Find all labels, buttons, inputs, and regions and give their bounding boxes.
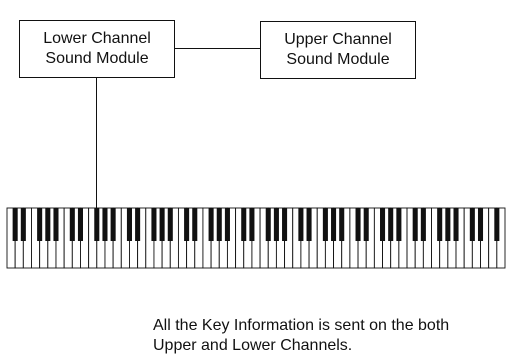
caption: All the Key Information is sent on the b… (153, 316, 493, 356)
black-key (77, 208, 83, 241)
lower-module-label-line1: Lower Channel (43, 30, 151, 47)
black-key (388, 208, 394, 241)
caption-line2: Upper and Lower Channels. (153, 337, 353, 354)
black-key (273, 208, 279, 241)
black-key (306, 208, 312, 241)
upper-module-label-line1: Upper Channel (284, 31, 392, 48)
black-key (102, 208, 108, 241)
black-key (494, 208, 500, 241)
black-key (420, 208, 426, 241)
black-key (445, 208, 451, 241)
lower-module-label-line2: Sound Module (45, 50, 149, 67)
black-key (322, 208, 328, 241)
upper-module-label-line2: Sound Module (286, 51, 390, 68)
black-key (110, 208, 116, 241)
black-key (477, 208, 484, 241)
module-link-line (175, 48, 260, 50)
black-key (167, 208, 173, 241)
black-key (355, 208, 361, 241)
black-key (69, 208, 75, 241)
black-key (192, 208, 198, 241)
keyboard (6, 207, 506, 269)
black-key (20, 208, 26, 241)
black-key (45, 208, 51, 241)
black-key (241, 208, 247, 241)
black-key (126, 208, 132, 241)
black-key (37, 208, 43, 241)
black-key (396, 208, 402, 241)
black-key (94, 208, 100, 241)
black-key (159, 208, 165, 241)
black-key (216, 208, 222, 241)
black-key (282, 208, 288, 241)
black-key (339, 208, 345, 241)
black-key (298, 208, 304, 241)
black-key (151, 208, 157, 241)
black-key (412, 208, 418, 241)
lower-channel-sound-module: Lower Channel Sound Module (19, 20, 175, 78)
black-key (12, 208, 18, 241)
black-key (224, 208, 230, 241)
black-key (437, 208, 443, 241)
black-key (265, 208, 271, 241)
black-key (135, 208, 141, 241)
black-key (469, 208, 475, 241)
black-key (249, 208, 255, 241)
upper-channel-sound-module: Upper Channel Sound Module (260, 21, 416, 79)
keyboard-connection-line (96, 78, 98, 209)
black-key (184, 208, 190, 241)
black-key (53, 208, 59, 241)
black-key (331, 208, 337, 241)
black-key (380, 208, 386, 241)
black-key (453, 208, 459, 241)
caption-line1: All the Key Information is sent on the b… (153, 317, 450, 334)
black-key (208, 208, 214, 241)
black-key (363, 208, 369, 241)
